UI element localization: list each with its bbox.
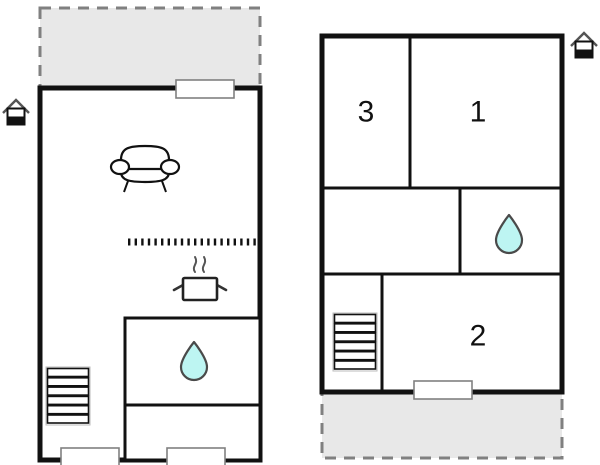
room-label-2: 2 [470,320,487,353]
sofa-symbol [109,144,181,193]
stairs-symbol [332,312,378,372]
stairs-symbol [45,366,91,426]
stove-symbol [172,256,228,302]
right-floor-plan: 3 1 2 [319,31,599,460]
window-bottom [413,380,473,400]
terrace-top [38,6,262,90]
terrace-bottom [320,390,564,460]
north-indicator-left [1,98,31,126]
room-label-3: 3 [358,96,375,129]
left-room-utility [123,316,262,462]
north-indicator-right [569,31,599,59]
window-bottom-right [166,447,226,465]
window-top [175,79,235,99]
room-label-1: 1 [470,96,487,129]
window-bottom-left [60,447,120,465]
left-floor-plan [1,6,263,465]
